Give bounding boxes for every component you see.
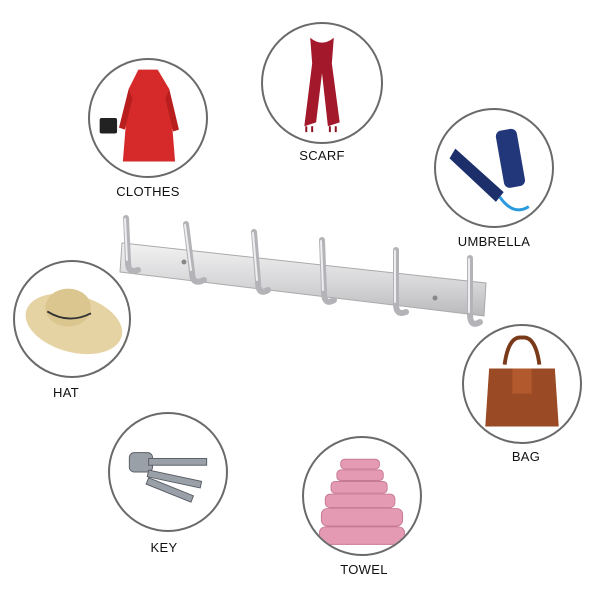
label-key: KEY xyxy=(150,540,178,555)
label-scarf: SCARF xyxy=(299,148,345,163)
label-hat: HAT xyxy=(53,385,79,400)
towels-icon xyxy=(302,436,422,556)
bag-icon xyxy=(462,324,582,444)
umbrella-icon xyxy=(434,108,554,228)
label-clothes: CLOTHES xyxy=(116,184,180,199)
label-umbrella: UMBRELLA xyxy=(457,234,531,249)
keys-icon xyxy=(108,412,228,532)
hat-icon xyxy=(13,260,131,378)
scarf-icon xyxy=(261,22,383,144)
label-bag: BAG xyxy=(511,449,541,464)
label-towel: TOWEL xyxy=(340,562,388,577)
coat-icon xyxy=(88,58,208,178)
